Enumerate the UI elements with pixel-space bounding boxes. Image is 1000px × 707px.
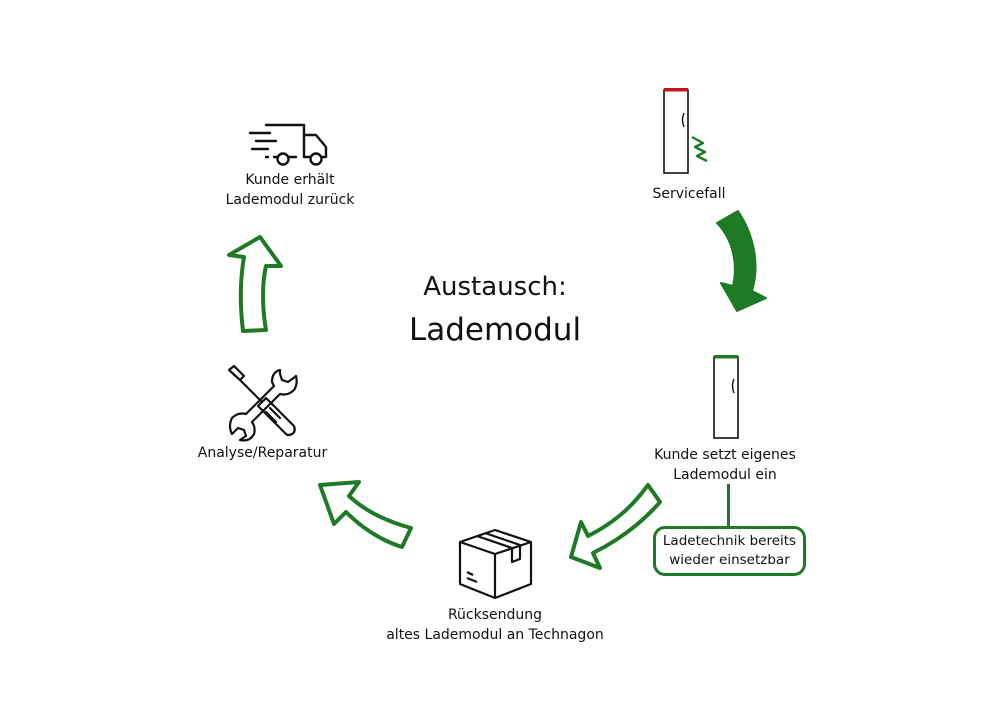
- package-box-icon: [458, 528, 533, 600]
- arrow-analyse-to-kunde-erhaelt: [227, 235, 283, 333]
- arrow-servicefall-to-kunde-setzt: [716, 210, 767, 312]
- step-label-servicefall: Servicefall: [652, 186, 726, 202]
- diagram-title-line2: Lademodul: [408, 312, 582, 348]
- step-label-kunde-setzt: Kunde setzt eigenes Lademodul ein: [654, 447, 796, 483]
- note-connector-line: [727, 484, 730, 528]
- arrow-ruecksendung-to-analyse: [318, 480, 413, 549]
- charging-station-fault-icon: [663, 88, 708, 174]
- wrench-screwdriver-icon: [227, 364, 298, 442]
- step-label-kunde-erhaelt: Kunde erhält Lademodul zurück: [225, 172, 355, 208]
- charging-station-ok-icon: [713, 355, 739, 439]
- arrow-kunde-setzt-to-ruecksendung: [569, 483, 662, 570]
- delivery-truck-icon: [248, 123, 328, 166]
- step-label-ruecksendung: Rücksendung altes Lademodul an Technagon: [386, 607, 604, 643]
- step-label-analyse: Analyse/Reparatur: [197, 445, 328, 461]
- note-ladetechnik-box: Ladetechnik bereits wieder einsetzbar: [653, 526, 806, 576]
- diagram-title-line1: Austausch:: [423, 272, 567, 302]
